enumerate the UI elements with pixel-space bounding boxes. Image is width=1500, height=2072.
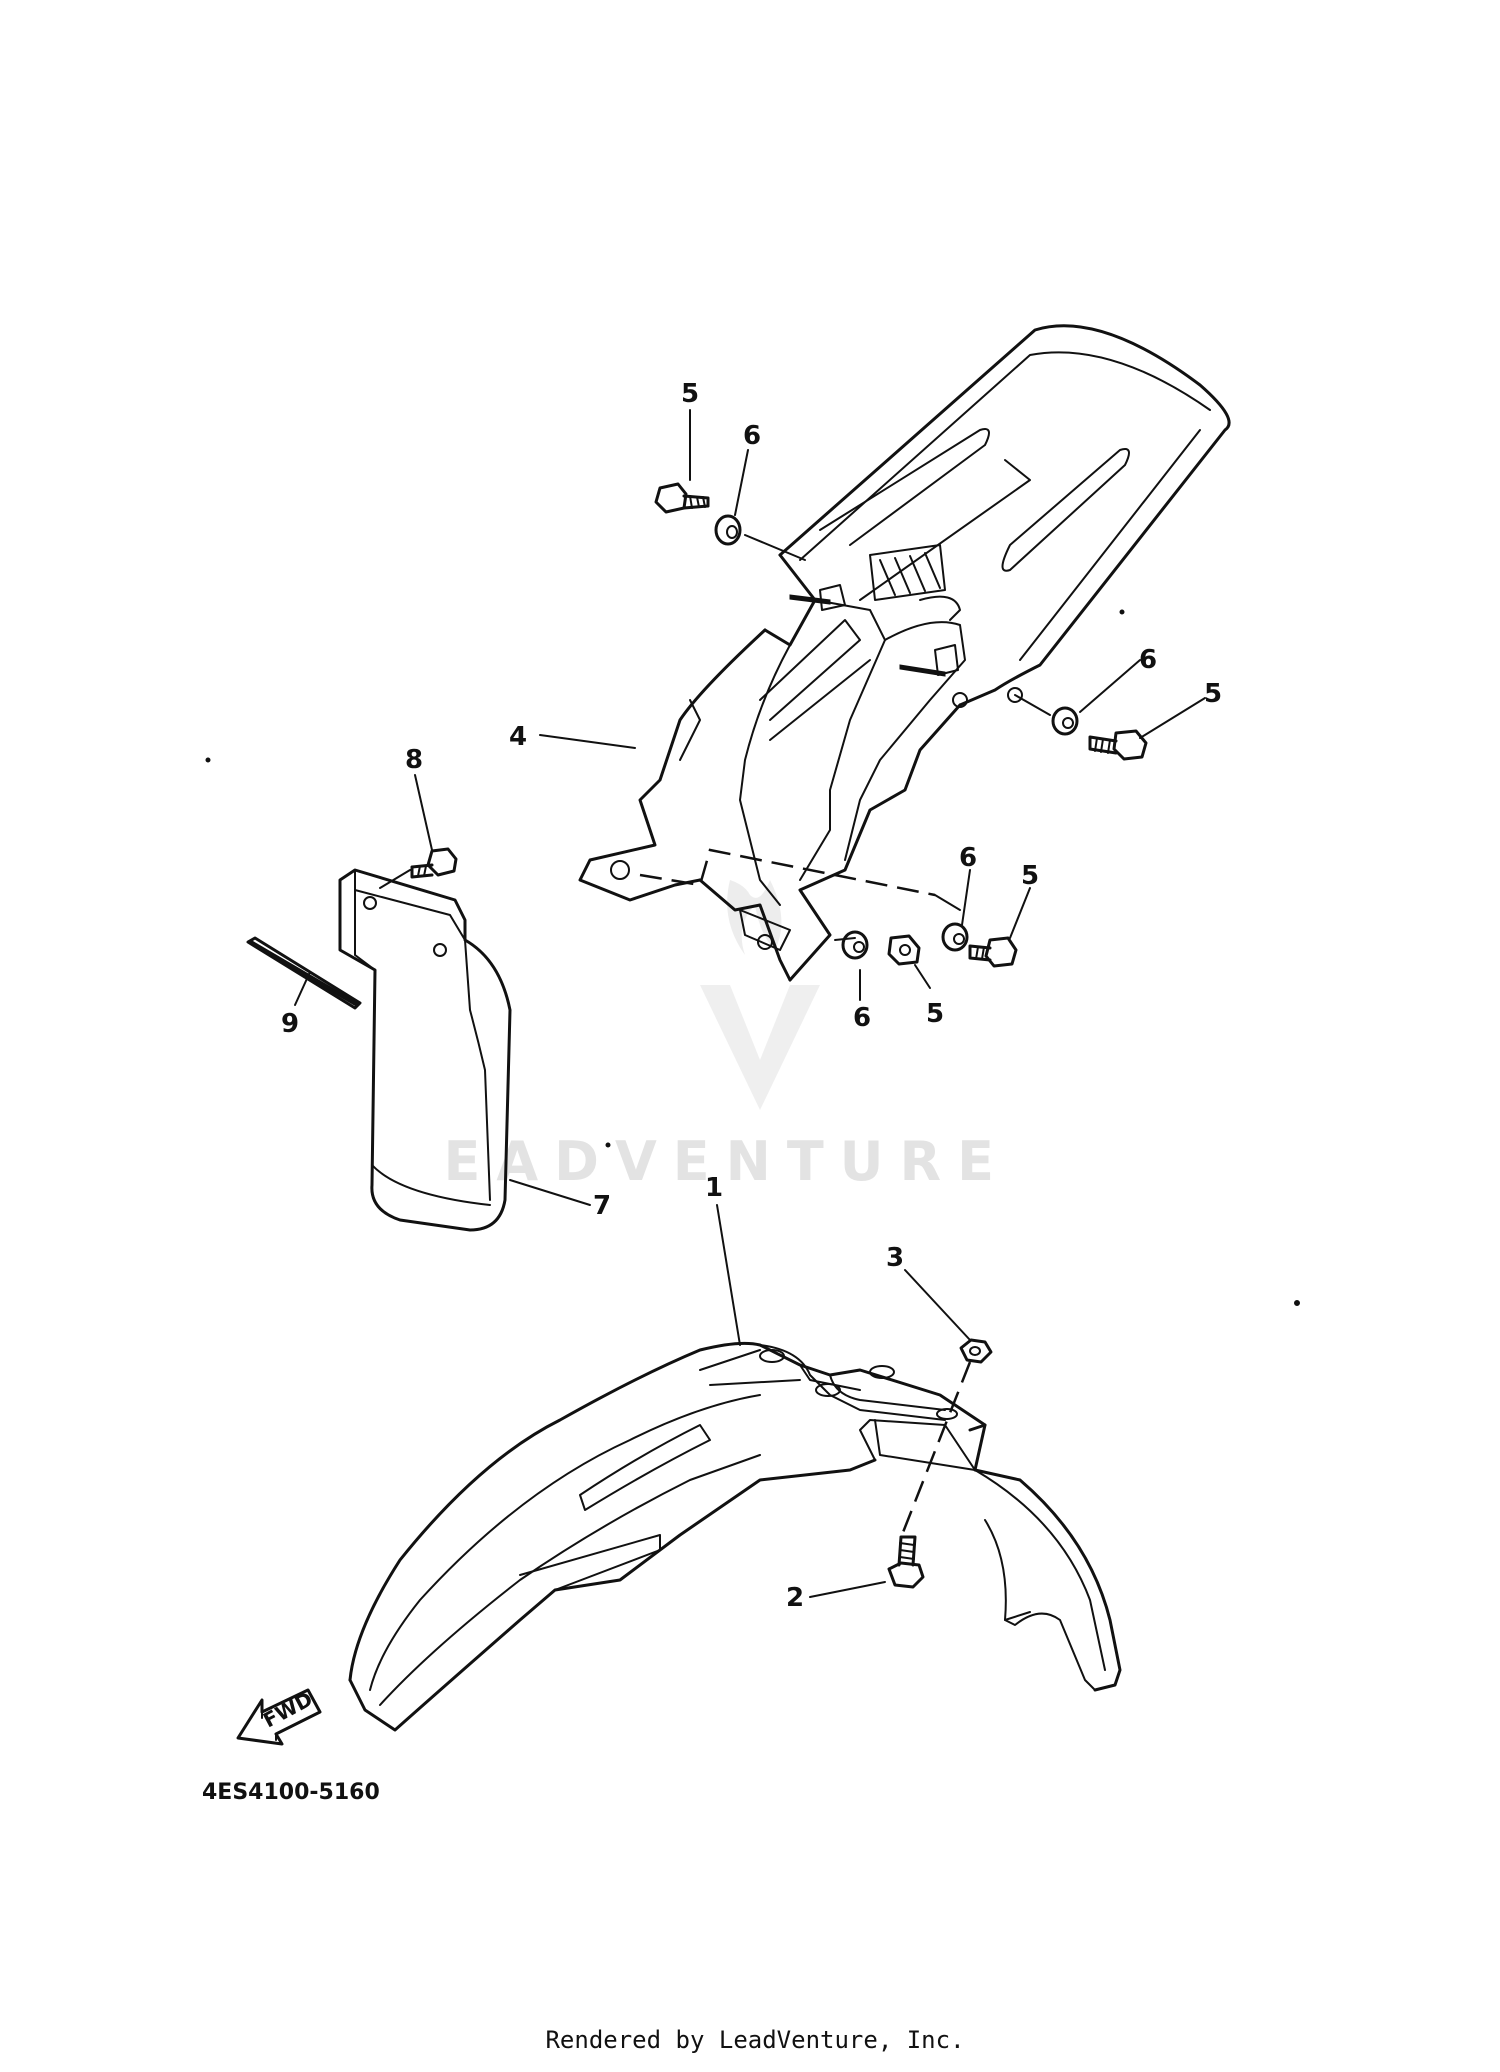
rear-fender — [578, 324, 1231, 982]
grip-texture — [869, 544, 946, 601]
mount-hole — [759, 1349, 785, 1363]
mount-hole — [1007, 687, 1023, 703]
fender-nut — [959, 1338, 993, 1364]
callout-6: 6 — [1139, 645, 1157, 675]
callout-8: 8 — [405, 745, 423, 775]
washer — [841, 930, 869, 960]
callout-6: 6 — [959, 843, 977, 873]
callout-9: 9 — [281, 1009, 299, 1039]
mount-hole — [610, 860, 630, 880]
watermark-logo — [700, 880, 820, 1110]
mount-hole — [757, 934, 773, 950]
flap-bolt — [410, 847, 458, 879]
mount-hole — [869, 1365, 895, 1379]
callout-2: 2 — [786, 1583, 804, 1613]
washer — [941, 922, 969, 952]
washer — [1051, 706, 1079, 736]
callout-labels: 5 6 6 5 4 8 6 5 9 6 5 7 1 3 2 — [281, 379, 1222, 1613]
fwd-arrow-icon: FWD — [236, 1687, 322, 1746]
mount-hole — [936, 1408, 958, 1420]
mount-hole — [815, 1383, 841, 1397]
diagram-code: 4ES4100-5160 — [202, 1780, 380, 1805]
callout-3: 3 — [886, 1243, 904, 1273]
mud-flap — [338, 868, 512, 1232]
render-credit: Rendered by LeadVenture, Inc. — [545, 2026, 964, 2054]
callout-1: 1 — [705, 1173, 723, 1203]
mount-hole — [363, 896, 377, 910]
bolt — [968, 936, 1018, 968]
fender-bolt — [887, 1535, 925, 1589]
callout-5: 5 — [1021, 861, 1039, 891]
washer — [714, 514, 742, 546]
callout-4: 4 — [509, 722, 527, 752]
bolt — [654, 482, 710, 514]
mount-hole — [952, 692, 968, 708]
watermark-text: EADVENTURE — [443, 1130, 1010, 1193]
speck — [205, 757, 211, 763]
callout-5: 5 — [926, 999, 944, 1029]
leader-lines — [294, 409, 1206, 1598]
speck — [1119, 609, 1125, 615]
callout-7: 7 — [593, 1191, 611, 1221]
callout-5: 5 — [1204, 679, 1222, 709]
speck — [605, 1142, 611, 1148]
fwd-label: FWD — [259, 1687, 316, 1733]
trim-strip — [246, 936, 362, 1010]
bolt — [887, 934, 921, 966]
bolt — [1088, 729, 1148, 761]
speck — [1294, 1300, 1300, 1306]
callout-6: 6 — [853, 1003, 871, 1033]
callout-5: 5 — [681, 379, 699, 409]
callout-6: 6 — [743, 421, 761, 451]
mount-hole — [433, 943, 447, 957]
front-fender — [348, 1341, 1122, 1732]
